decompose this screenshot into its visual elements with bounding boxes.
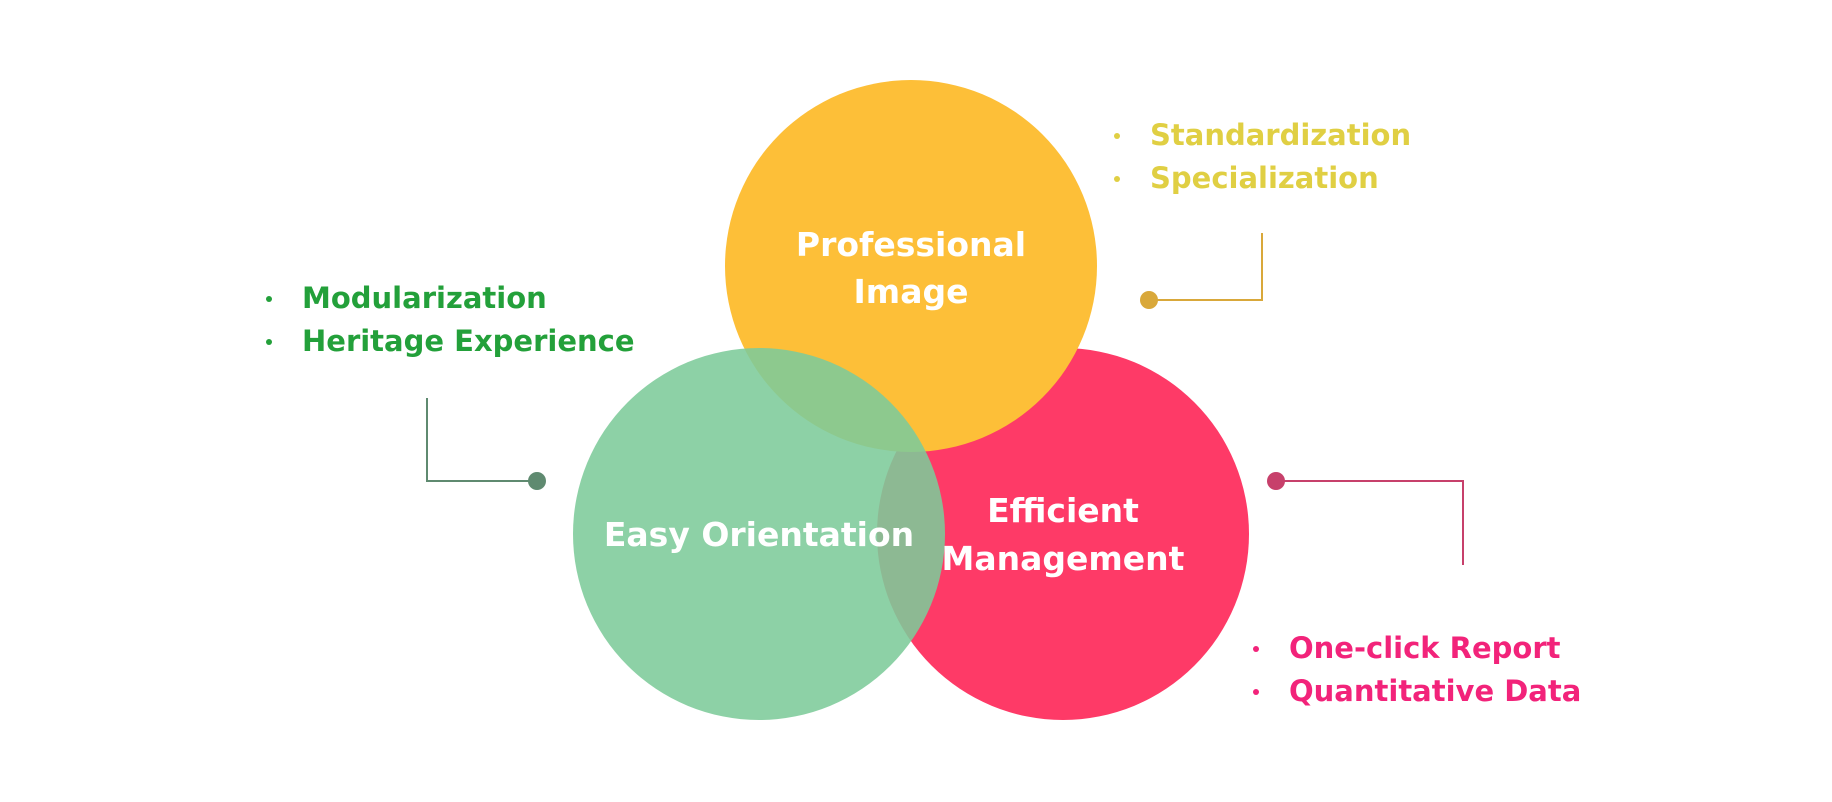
connector-dot-professional [1140, 291, 1158, 309]
list-item: Standardization [1114, 114, 1411, 157]
list-item: Modularization [266, 277, 635, 320]
connector-management [1276, 480, 1464, 565]
circle-label-management-line2: Management [942, 539, 1185, 578]
circle-label-professional-line1: Professional [796, 225, 1026, 264]
list-item: One-click Report [1253, 627, 1581, 670]
list-professional: Standardization Specialization [1114, 114, 1411, 200]
circle-label-orientation: Easy Orientation [604, 515, 914, 554]
connector-orientation [426, 398, 537, 482]
connector-dot-management [1267, 472, 1285, 490]
circle-label-professional-line2: Image [854, 272, 969, 311]
list-orientation: Modularization Heritage Experience [266, 277, 635, 363]
list-item: Heritage Experience [266, 320, 635, 363]
list-management: One-click Report Quantitative Data [1253, 627, 1581, 713]
list-item: Quantitative Data [1253, 670, 1581, 713]
connector-dot-orientation [528, 472, 546, 490]
list-item: Specialization [1114, 157, 1411, 200]
circle-label-management-line1: Efficient [987, 491, 1139, 530]
circle-easy-orientation [573, 348, 945, 720]
connector-professional [1149, 233, 1263, 301]
